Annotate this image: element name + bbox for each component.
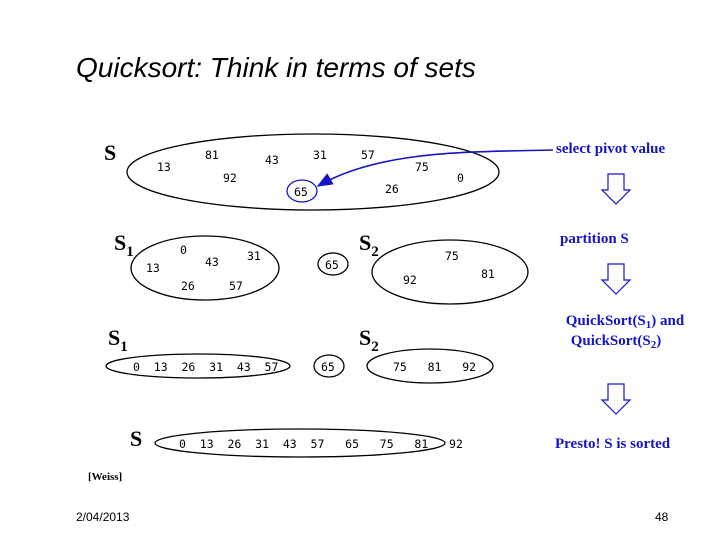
set-element: 31 <box>247 249 261 263</box>
page-number: 48 <box>655 510 669 524</box>
set-s-label: S <box>104 140 117 165</box>
s2-sorted-values: 75 81 92 <box>393 360 477 374</box>
s2-sorted-label: S2 <box>359 325 379 355</box>
set-s-ellipse <box>126 133 500 211</box>
s1-sorted-values: 0 13 26 31 43 57 <box>133 360 279 374</box>
step-done: Presto! S is sorted <box>555 436 671 452</box>
step-select-pivot: select pivot value <box>556 141 666 157</box>
set-element: 26 <box>181 279 195 293</box>
down-arrow-icon <box>600 173 632 205</box>
final-set-label: S <box>130 426 143 451</box>
set-element: 13 <box>157 160 171 174</box>
final-sorted-values: 0 13 26 31 43 57 65 75 81 92 <box>179 437 463 451</box>
pivot-value: 65 <box>321 360 335 374</box>
s1-sorted-ellipse <box>105 353 291 379</box>
set-element: 57 <box>361 148 375 162</box>
citation: [Weiss] <box>88 471 123 483</box>
set-element: 75 <box>415 160 429 174</box>
set-element: 31 <box>313 148 327 162</box>
set-element: 43 <box>265 153 279 167</box>
slide-title: Quicksort: Think in terms of sets <box>76 52 476 83</box>
s1-partition-label: S1 <box>114 230 134 260</box>
step-partition: partition S <box>560 231 629 247</box>
s2-partition-label: S2 <box>359 230 379 260</box>
down-arrow-icon <box>600 263 632 295</box>
footer-date: 2/04/2013 <box>76 510 130 524</box>
pivot-circle-s <box>286 179 318 203</box>
set-element: 92 <box>223 171 237 185</box>
pivot-value: 65 <box>325 258 339 272</box>
step-quicksort-s1: QuickSort(S1) and <box>565 313 685 331</box>
set-element: 81 <box>481 267 495 281</box>
pivot-circle-partition <box>317 252 349 276</box>
set-element: 43 <box>205 255 219 269</box>
set-element: 0 <box>180 243 187 257</box>
set-element: 57 <box>229 279 243 293</box>
s2-partition-ellipse <box>371 239 529 305</box>
set-element: 0 <box>457 171 464 185</box>
final-sorted-ellipse <box>154 428 446 458</box>
s2-sorted-ellipse <box>366 348 494 384</box>
set-element: 75 <box>445 249 459 263</box>
pivot-circle-sorted <box>313 354 345 378</box>
down-arrow-icon <box>600 383 632 415</box>
s1-sorted-label: S1 <box>108 325 128 355</box>
set-element: 81 <box>205 148 219 162</box>
pivot-value: 65 <box>294 185 308 199</box>
select-pivot-arrow <box>316 149 554 187</box>
set-element: 13 <box>146 261 160 275</box>
step-quicksort-s2: QuickSort(S2) <box>570 333 662 351</box>
set-element: 92 <box>403 273 417 287</box>
set-element: 26 <box>385 182 399 196</box>
s1-partition-ellipse <box>130 235 280 301</box>
